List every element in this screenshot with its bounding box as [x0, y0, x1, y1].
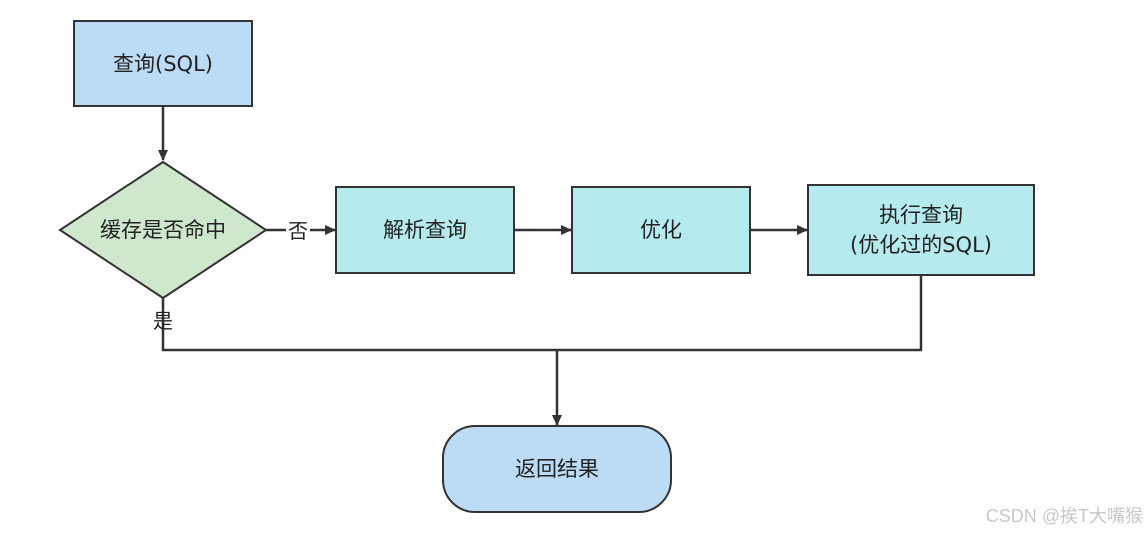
node-query-label: 查询(SQL)	[113, 52, 213, 76]
node-parse-label: 解析查询	[383, 218, 467, 242]
edge-decision-yes-to-merge	[161, 298, 557, 352]
node-return: 返回结果	[442, 425, 672, 513]
edge-execute-to-merge	[557, 275, 923, 352]
node-optimize: 优化	[571, 186, 751, 274]
connectors	[158, 106, 923, 426]
node-execute-label-line1: 执行查询	[879, 203, 963, 227]
node-optimize-label: 优化	[640, 218, 682, 242]
node-return-label: 返回结果	[515, 457, 599, 481]
edge-label-no: 否	[288, 219, 308, 243]
edge-label-no-bg	[286, 218, 310, 244]
edge-label-yes: 是	[153, 309, 173, 333]
node-cache-hit-decision: 缓存是否命中	[58, 160, 268, 300]
node-execute: 执行查询 (优化过的SQL)	[807, 184, 1035, 276]
node-execute-label-line2: (优化过的SQL)	[850, 233, 992, 257]
watermark: CSDN @挨T大嘴猴	[985, 506, 1143, 526]
node-cache-hit-label: 缓存是否命中	[100, 218, 226, 242]
node-parse: 解析查询	[335, 186, 515, 274]
node-query: 查询(SQL)	[73, 20, 253, 107]
